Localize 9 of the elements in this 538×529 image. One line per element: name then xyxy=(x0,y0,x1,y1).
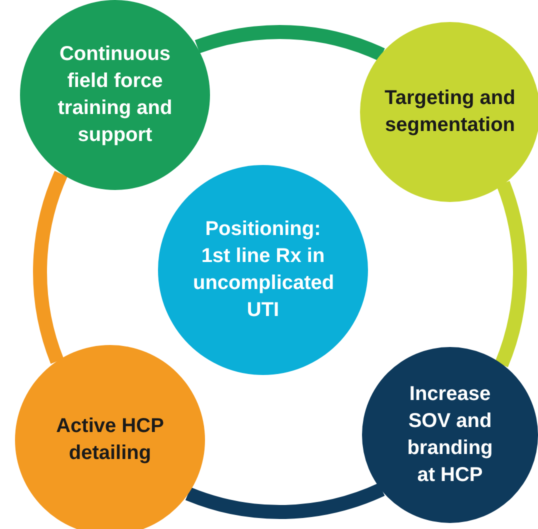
node-label: Increase SOV and branding at HCP xyxy=(406,382,494,488)
node-label: Active HCP detailing xyxy=(55,414,165,466)
node-label: Continuous field force training and support xyxy=(56,42,174,148)
node-label: Positioning: 1st line Rx in uncomplicated UTI xyxy=(193,217,333,323)
ring-arc xyxy=(494,181,527,367)
node-label: Targeting and segmentation xyxy=(384,86,516,138)
ring-arc xyxy=(195,25,384,62)
ring-arc xyxy=(33,171,68,364)
ring-arc xyxy=(186,482,384,519)
